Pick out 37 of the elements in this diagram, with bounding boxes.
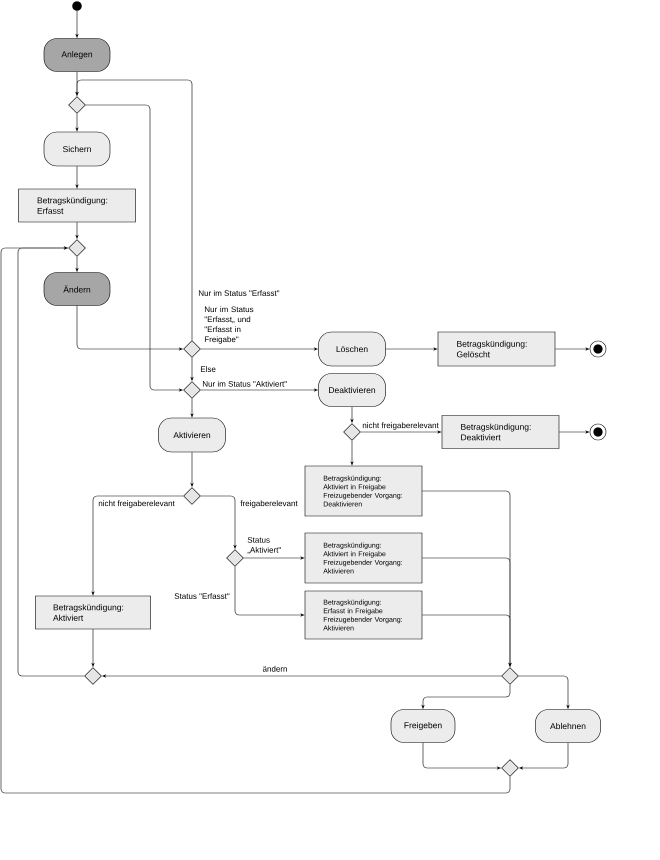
activity-box: Sichern: [44, 132, 110, 166]
activity-box: Anlegen: [44, 38, 110, 72]
decision-diamond: [501, 667, 519, 685]
decision-diamond: [68, 239, 86, 257]
activity-box: Löschen: [318, 332, 386, 366]
decision-diamond: [226, 549, 244, 567]
edge-label: freigaberelevant: [240, 500, 298, 508]
decision-diamond: [68, 96, 86, 114]
decision-diamond: [183, 340, 201, 358]
start-dot: [72, 1, 82, 11]
decision-diamond: [84, 667, 102, 685]
state-box: Betragskündigung: Erfasst: [18, 188, 136, 222]
edge-label: Else: [200, 366, 216, 372]
decision-diamond: [343, 423, 361, 441]
end-circle: [590, 424, 606, 440]
state-box: Betragskündigung: Deaktiviert: [442, 415, 560, 449]
edge-label: Nur im Status "Aktiviert": [202, 380, 287, 387]
decision-diamond: [183, 381, 201, 399]
activity-box: Aktivieren: [158, 418, 226, 452]
edge-label: Status "Erfasst": [174, 593, 230, 599]
edge-label: Nur im Status "Erfasst„ und "Erfasst in Freigabe": [204, 306, 254, 344]
activity-box: Freigeben: [390, 709, 456, 743]
edge-label: Nur im Status "Erfasst": [198, 290, 280, 296]
edge-label: ändern: [262, 666, 287, 672]
edge-label: Status „Aktiviert": [248, 537, 281, 554]
activity-box: Deaktivieren: [318, 373, 386, 407]
state-box: Betragskündigung: Gelöscht: [438, 332, 556, 366]
edge-label: nicht freigaberelevant: [362, 422, 439, 430]
activity-box: Ablehnen: [535, 709, 601, 743]
end-circle: [590, 340, 606, 358]
activity-box: Ändern: [44, 272, 110, 306]
edge-label: nicht freigaberelevant: [98, 500, 175, 508]
arrow: [18, 246, 84, 676]
state-box: Betragskündigung: Aktiviert: [35, 596, 151, 630]
decision-diamond: [183, 487, 201, 505]
arrow: [0, 246, 510, 794]
decision-diamond: [501, 759, 519, 777]
